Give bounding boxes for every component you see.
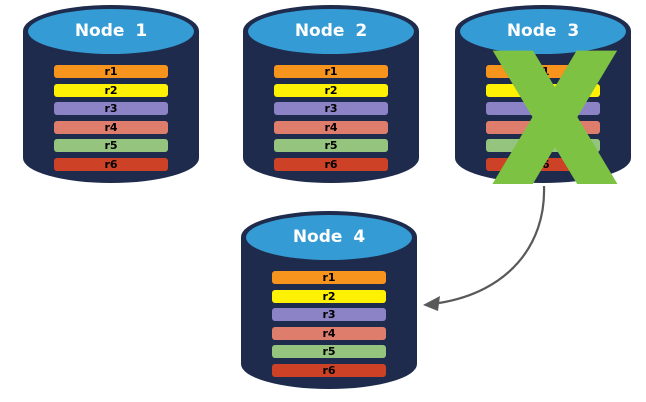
row-r5: r5 [272,345,386,358]
node-4: Node 4 r1 r2 r3 r4 r5 r6 [240,210,418,390]
node-title: Node 4 [292,227,366,247]
row-stack: r1 r2 r3 r4 r5 r6 [486,65,600,171]
row-r1: r1 [486,65,600,78]
cylinder-top [28,9,194,54]
cylinder-top [460,9,626,54]
row-r6: r6 [274,157,388,171]
row-r3: r3 [486,102,600,115]
row-r6: r6 [54,157,168,171]
row-r3: r3 [274,102,388,115]
cylinder-top [248,9,414,54]
row-r6: r6 [486,157,600,171]
node-1: Node 1 r1 r2 r3 r4 r5 r6 [22,4,200,184]
row-r5: r5 [274,139,388,152]
row-stack: r1 r2 r3 r4 r5 r6 [274,65,388,171]
row-r5: r5 [486,139,600,152]
cylinder-top [246,215,412,260]
arrow-head-icon [423,296,440,311]
row-r2: r2 [272,289,386,303]
row-stack: r1 r2 r3 r4 r5 r6 [272,271,386,377]
node-title: Node 1 [74,21,148,41]
row-r2: r2 [486,83,600,97]
row-r1: r1 [54,65,168,78]
node-2: Node 2 r1 r2 r3 r4 r5 r6 [242,4,420,184]
node-3: Node 3 r1 r2 r3 r4 r5 r6 X [454,4,632,184]
node-title: Node 3 [506,21,580,41]
row-r4: r4 [274,120,388,134]
row-r5: r5 [54,139,168,152]
row-r1: r1 [272,271,386,284]
row-r2: r2 [54,83,168,97]
node-title: Node 2 [294,21,368,41]
row-r4: r4 [272,326,386,340]
row-r3: r3 [54,102,168,115]
row-r2: r2 [274,83,388,97]
arrow-curve [438,185,546,305]
row-r6: r6 [272,363,386,377]
row-stack: r1 r2 r3 r4 r5 r6 [54,65,168,171]
row-r1: r1 [274,65,388,78]
row-r4: r4 [486,120,600,134]
row-r3: r3 [272,308,386,321]
row-r4: r4 [54,120,168,134]
